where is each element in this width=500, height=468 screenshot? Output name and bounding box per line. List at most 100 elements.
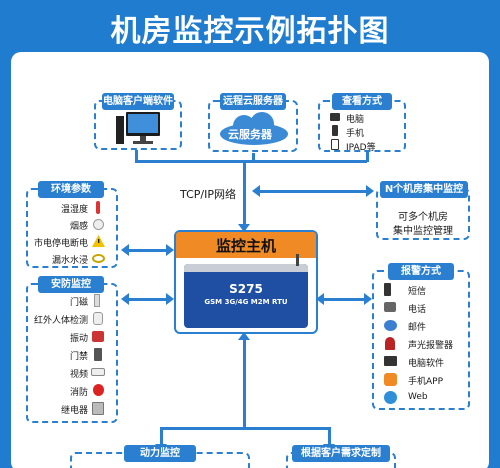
alarm-item-label: Web (408, 392, 428, 402)
host-header (176, 232, 316, 258)
power-drop-line (160, 427, 163, 447)
n-rooms-box: N个机房集中监控 可多个机房 集中监控管理 (376, 181, 470, 240)
pc-client-title: 电脑客户端软件 (102, 93, 174, 110)
env-arrow-right (166, 244, 174, 256)
security-item-label: 消防 (69, 388, 88, 398)
water-leak-icon (92, 254, 105, 263)
host-box: 监控主机 S275 GSM 3G/4G M2M RTU (174, 230, 318, 334)
view-item: 手机 (320, 124, 404, 142)
page-title: 机房监控示例拓扑图 (110, 14, 390, 49)
cloud-drop-line (252, 153, 255, 162)
alarm-item-label: 电脑软件 (408, 359, 445, 369)
security-item-label: 门禁 (69, 352, 88, 362)
top-bus-line (135, 160, 367, 163)
camera-icon (91, 368, 105, 376)
cloud-icon (220, 112, 288, 145)
alarm-item-label: 手机APP (408, 377, 444, 387)
phone-icon (332, 125, 338, 136)
security-box: 安防监控 门磁 红外人体检测 振动 门禁 视频 消防 继电器 (26, 276, 118, 423)
alarm-title: 报警方式 (388, 263, 454, 280)
network-arrow-left (252, 185, 260, 197)
cloud-box: 远程云服务器 云服务器 (208, 93, 298, 152)
env-item: 市电停电断电 (28, 234, 116, 252)
bottom-bus-line (160, 427, 330, 430)
network-to-nrooms-line (258, 190, 368, 193)
computer-icon (116, 112, 160, 144)
trunk-arrow-down (238, 224, 250, 232)
env-item: 漏水水浸 (28, 251, 116, 269)
thermometer-icon (96, 201, 100, 214)
env-box: 环境参数 温湿度 烟感 市电停电断电 漏水水浸 (26, 181, 118, 269)
rtu-device: S275 GSM 3G/4G M2M RTU (184, 254, 308, 328)
security-title: 安防监控 (38, 276, 104, 293)
security-item-label: 红外人体检测 (33, 316, 88, 326)
siren-icon (385, 337, 395, 350)
security-arrow-right (166, 293, 174, 305)
relay-icon (92, 402, 104, 415)
view-item: IPAD等 (320, 138, 404, 156)
web-icon (384, 391, 397, 404)
alarm-arrow-right (364, 293, 372, 305)
view-item-label: 手机 (346, 129, 365, 139)
alarm-item-label: 声光报警器 (408, 341, 454, 351)
alarm-arrow-left (316, 293, 324, 305)
power-monitor-box: 动力监控 (70, 445, 250, 468)
alarm-item: 手机APP (374, 372, 468, 390)
power-monitor-title: 动力监控 (124, 445, 196, 462)
env-item-label: 市电停电断电 (33, 239, 88, 249)
alarm-box: 报警方式 短信 电话 邮件 声光报警器 电脑软件 手机APP Web (372, 263, 470, 410)
security-item-label: 振动 (69, 334, 88, 344)
cloud-box-title: 远程云服务器 (220, 93, 286, 110)
antenna-icon (296, 254, 299, 266)
alarm-item: 邮件 (374, 318, 468, 336)
security-host-line (128, 298, 168, 301)
security-item-label: 继电器 (60, 406, 88, 416)
security-item: 消防 (28, 383, 116, 401)
alarm-item: 电脑软件 (374, 354, 468, 372)
sms-icon (384, 283, 391, 296)
view-item: 电脑 (320, 110, 404, 128)
security-arrow-left (121, 293, 129, 305)
tablet-icon (331, 139, 339, 150)
access-control-icon (94, 348, 102, 361)
computer-icon (330, 113, 340, 121)
alarm-item-label: 短信 (408, 287, 427, 297)
main-trunk-line (243, 162, 246, 230)
view-box: 查看方式 电脑 手机 IPAD等 (318, 93, 406, 153)
rtu-model: S275 (229, 282, 263, 296)
security-item: 继电器 (28, 401, 116, 419)
fire-alarm-icon (93, 384, 104, 396)
mobile-app-icon (384, 373, 397, 386)
custom-drop-line (328, 427, 331, 447)
security-item-label: 视频 (69, 370, 88, 380)
email-icon (384, 320, 397, 331)
custom-title: 根据客户需求定制 (292, 445, 390, 462)
phone-icon (384, 302, 396, 312)
alarm-item: Web (374, 390, 468, 408)
pc-drop-line (135, 140, 138, 162)
bottom-trunk-line (243, 336, 246, 428)
vibration-sensor-icon (92, 331, 104, 342)
rtu-top-strip (184, 264, 308, 272)
alarm-item: 声光报警器 (374, 336, 468, 354)
host-alarm-line (322, 298, 366, 301)
host-title: 监控主机 (215, 237, 276, 255)
env-title: 环境参数 (38, 181, 104, 198)
bottom-arrow-up (238, 332, 250, 340)
n-rooms-line2: 集中监控管理 (393, 226, 453, 237)
security-item-label: 门磁 (69, 298, 88, 308)
env-item-label: 温湿度 (60, 205, 88, 215)
view-box-title: 查看方式 (332, 93, 392, 110)
infrared-sensor-icon (93, 312, 103, 325)
door-sensor-icon (94, 294, 100, 307)
smoke-detector-icon (93, 219, 104, 230)
pc-client-box: 电脑客户端软件 (94, 93, 182, 150)
warning-icon (92, 235, 105, 247)
security-item: 门禁 (28, 347, 116, 365)
security-item: 视频 (28, 365, 116, 383)
custom-box: 根据客户需求定制 (286, 445, 396, 468)
env-item: 烟感 (28, 217, 116, 235)
security-item: 红外人体检测 (28, 311, 116, 329)
view-item-label: IPAD等 (346, 143, 376, 153)
n-rooms-title: N个机房集中监控 (380, 181, 468, 198)
